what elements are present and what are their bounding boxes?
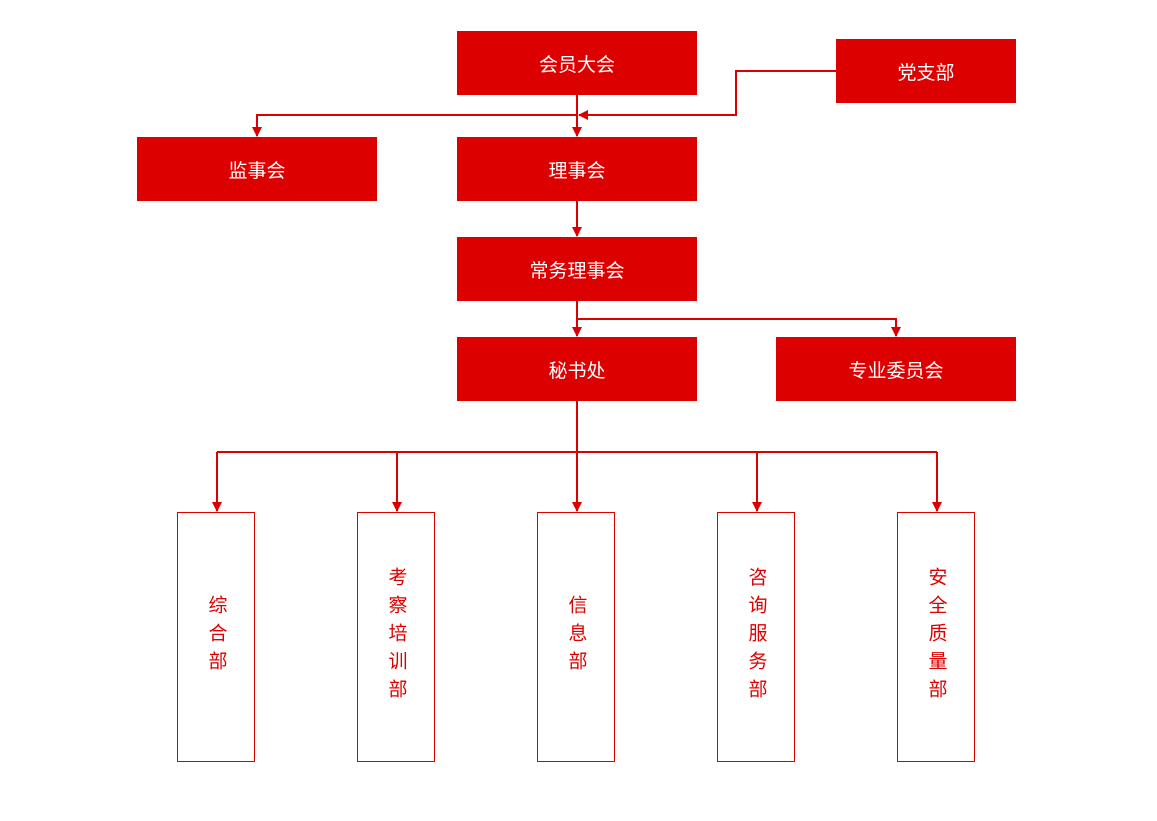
line-to-supervisory — [252, 114, 577, 137]
party-branch-label: 党支部 — [897, 61, 955, 84]
department-information-label: 信息部 — [565, 595, 588, 679]
general-assembly-box: 会员大会 — [457, 31, 697, 95]
department-consulting-label: 咨询服务部 — [745, 567, 768, 707]
department-general-label: 综合部 — [205, 595, 228, 679]
department-training: 考察培训部 — [357, 512, 435, 762]
department-consulting: 咨询服务部 — [717, 512, 795, 762]
supervisory-board-box: 监事会 — [137, 137, 377, 201]
line-to-committee — [577, 318, 901, 337]
department-information: 信息部 — [537, 512, 615, 762]
special-committee-box: 专业委员会 — [776, 337, 1016, 401]
secretariat-label: 秘书处 — [548, 359, 606, 382]
department-safety-quality: 安全质量部 — [897, 512, 975, 762]
board-box: 理事会 — [457, 137, 697, 201]
department-safety-quality-label: 安全质量部 — [925, 567, 948, 707]
department-training-label: 考察培训部 — [385, 567, 408, 707]
secretariat-box: 秘书处 — [457, 337, 697, 401]
party-branch-box: 党支部 — [836, 39, 1016, 103]
general-assembly-label: 会员大会 — [538, 53, 615, 76]
line-party-branch — [578, 70, 836, 120]
supervisory-board-label: 监事会 — [228, 159, 286, 182]
standing-board-box: 常务理事会 — [457, 237, 697, 301]
special-committee-label: 专业委员会 — [848, 359, 944, 382]
department-general: 综合部 — [177, 512, 255, 762]
board-label: 理事会 — [548, 159, 606, 182]
standing-board-label: 常务理事会 — [529, 259, 625, 282]
